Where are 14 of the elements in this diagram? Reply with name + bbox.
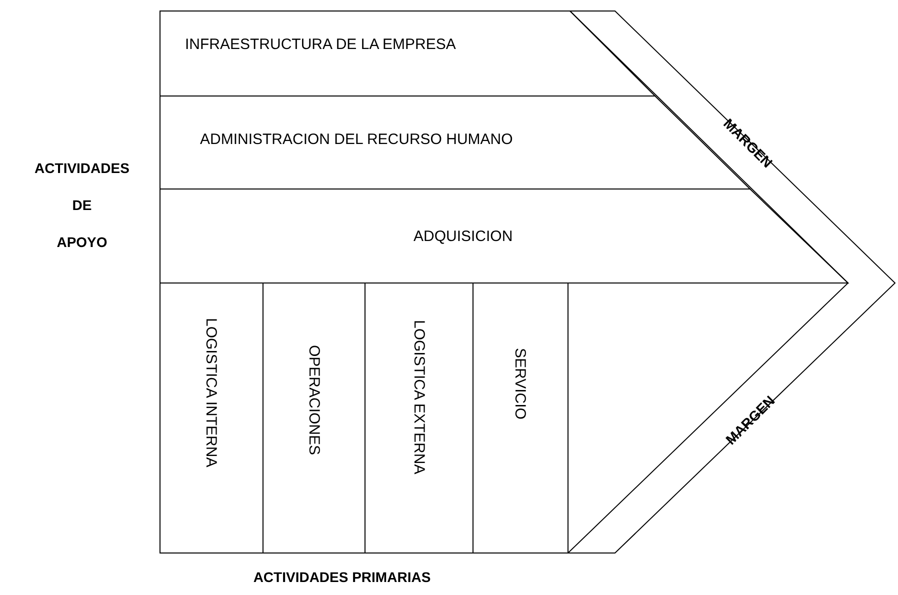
activity-label: SERVICIO	[512, 348, 528, 420]
activity-label: INFRAESTRUCTURA DE LA EMPRESA	[185, 37, 456, 52]
primary-activity-column	[160, 283, 263, 553]
section-label: ACTIVIDADES PRIMARIAS	[252, 569, 432, 585]
primary-activity-column	[473, 283, 568, 553]
margin-chevron	[568, 11, 895, 553]
activity-label: LOGISTICA INTERNA	[204, 318, 218, 468]
support-activity-band	[160, 11, 655, 96]
section-label: ACTIVIDADES DE APOYO	[34, 159, 130, 252]
activity-label: LOGISTICA EXTERNA	[412, 320, 426, 474]
activity-label: OPERACIONES	[306, 345, 322, 456]
support-activity-band	[160, 189, 848, 283]
activity-label: ADQUISICION	[414, 229, 513, 244]
activity-label: ADMINISTRACION DEL RECURSO HUMANO	[200, 132, 513, 147]
